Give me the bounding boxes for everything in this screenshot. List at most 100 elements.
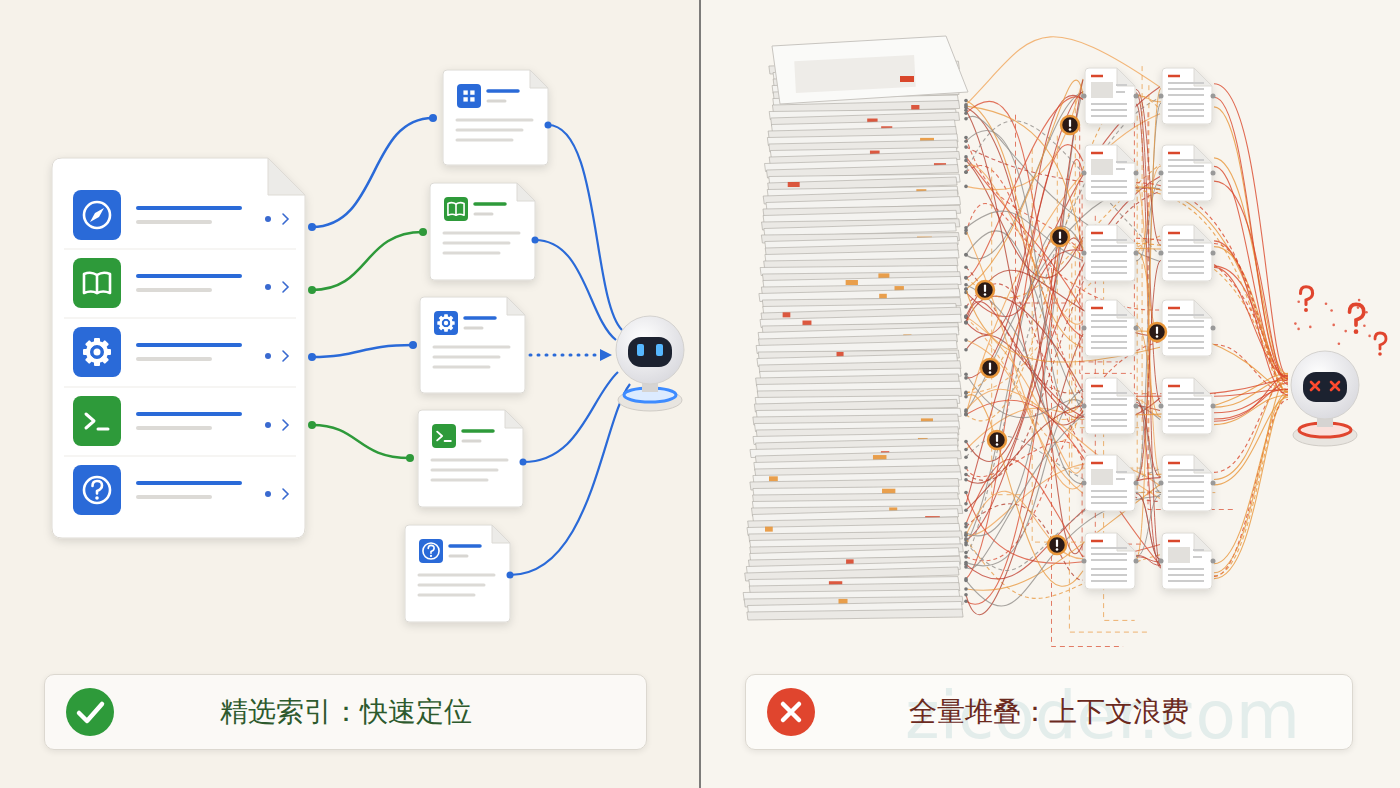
doc-text-bar	[444, 252, 499, 255]
wire-dot	[964, 593, 968, 597]
doc-text-bar	[1091, 272, 1127, 274]
wire-dot	[964, 508, 968, 512]
port-dot	[1159, 559, 1164, 564]
doc-text-bar	[1091, 559, 1127, 561]
right-panel	[701, 0, 1400, 788]
tangled-wire	[966, 389, 1083, 566]
tangled-wire	[966, 108, 1083, 554]
warning-dot	[1156, 335, 1159, 338]
confusion-mark	[1375, 333, 1386, 356]
doc-sheet	[1085, 225, 1135, 281]
warning-bar	[984, 286, 986, 292]
tangled-wires	[964, 37, 1288, 647]
doc-text-bar	[1116, 84, 1127, 86]
tangled-wire	[966, 289, 1160, 362]
doc-text-bar	[1091, 568, 1127, 570]
doc-sheet	[1085, 455, 1135, 511]
icon-glyph	[448, 203, 464, 216]
spray-dot	[1297, 301, 1300, 304]
tangled-wire	[966, 441, 1083, 476]
paper-tab	[783, 312, 791, 317]
doc-text-bar	[1091, 320, 1127, 322]
wire-dot	[429, 114, 437, 122]
converging-wire	[1214, 107, 1288, 374]
doc-text-bar	[1091, 326, 1127, 328]
tangled-wire	[1136, 260, 1161, 481]
wire-dot	[964, 373, 968, 377]
converging-wire	[1136, 187, 1288, 392]
index-side	[52, 70, 684, 622]
spray-dot	[1309, 326, 1312, 329]
wire-dot	[964, 159, 968, 163]
doc-text-bar	[1091, 490, 1127, 492]
doc-text-bar	[1091, 109, 1127, 111]
doc-text-bar	[419, 574, 494, 577]
doc-text-bar	[1168, 260, 1204, 262]
warning-circle	[1048, 536, 1066, 554]
robot-x-eye	[1331, 382, 1339, 390]
entry-dot	[265, 216, 271, 222]
tangled-wire	[966, 92, 1083, 378]
tangled-wire	[966, 238, 1083, 393]
entry-text-bar	[138, 220, 210, 224]
book-outline	[448, 203, 464, 216]
doc-sheet	[1162, 455, 1212, 511]
spray-dot	[1297, 328, 1300, 331]
wire-dot	[964, 305, 968, 309]
converging-wire	[1214, 396, 1288, 579]
doc-card	[1085, 225, 1135, 281]
doc-card	[1085, 455, 1135, 511]
tangled-wire	[966, 131, 1083, 409]
doc-text-bar	[1168, 165, 1204, 167]
doc-text-bar	[1168, 398, 1204, 400]
entry-title-bar	[138, 481, 240, 485]
port-dot	[1211, 559, 1216, 564]
port-dot	[1082, 481, 1087, 486]
wire-dot	[964, 491, 968, 495]
doc-text-bar	[1168, 392, 1204, 394]
doc-image	[1091, 82, 1113, 98]
doc-title-bar	[1091, 75, 1103, 78]
wire-dot	[964, 283, 968, 287]
doc-text-bar	[1168, 115, 1204, 117]
converging-wire	[1214, 392, 1288, 564]
wire-dot	[964, 314, 968, 318]
entry-dot	[265, 422, 271, 428]
paper-stack	[743, 36, 968, 620]
warning-badge	[1148, 323, 1166, 341]
doc-text-bar	[1091, 239, 1127, 241]
entry-chevron	[283, 420, 288, 430]
wire-dot	[964, 136, 968, 140]
wire-dot	[964, 502, 968, 506]
doc-text-bar	[1168, 413, 1204, 415]
tangled-wire	[1136, 248, 1161, 250]
doc-card	[1162, 225, 1212, 281]
doc-icon-tile	[457, 84, 481, 108]
wire-dot	[545, 122, 552, 129]
warning-bar	[1056, 541, 1058, 547]
doc-card	[443, 70, 548, 165]
paper-tab	[882, 489, 895, 494]
doc-text-bar	[1168, 180, 1204, 182]
doc-text-bar	[1091, 180, 1127, 182]
doc-title-bar	[488, 89, 518, 93]
row-separator	[64, 317, 296, 318]
doc-grid	[1082, 68, 1216, 589]
doc-text-bar	[1091, 398, 1127, 400]
index-wire	[312, 345, 413, 357]
doc-text-bar	[1168, 314, 1204, 316]
doc-image	[1168, 547, 1190, 563]
tangled-wire	[1136, 493, 1161, 560]
doc-text-bar	[1091, 347, 1127, 349]
wire-dot	[964, 563, 968, 567]
entry-dot	[265, 353, 271, 359]
wire-dot	[964, 348, 968, 352]
doc-sheet	[1162, 68, 1212, 124]
doc-card	[1085, 145, 1135, 201]
warning-circle	[981, 359, 999, 377]
wire-dot	[964, 456, 968, 460]
wire-dot	[964, 533, 968, 537]
tangled-wire	[966, 491, 1083, 558]
tangled-wire	[966, 106, 1083, 250]
gear-ring	[440, 317, 451, 328]
